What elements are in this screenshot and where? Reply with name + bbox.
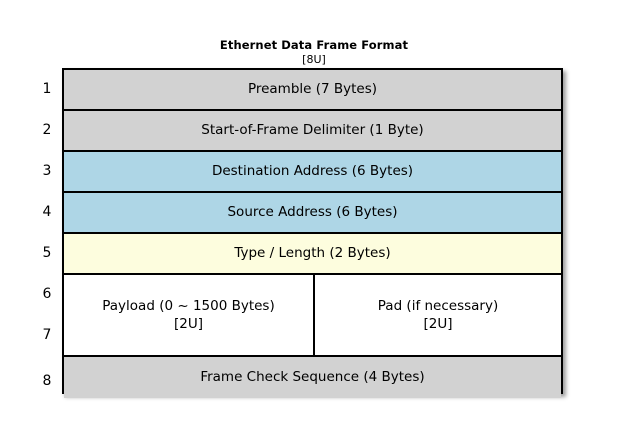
page-title: Ethernet Data Frame Format xyxy=(219,38,409,52)
frame-field-label: Start-of-Frame Delimiter (1 Byte) xyxy=(201,122,424,138)
frame-field-label: Frame Check Sequence (4 Bytes) xyxy=(200,369,425,385)
row-number-5: 5 xyxy=(42,245,52,261)
row-number-8: 8 xyxy=(42,373,52,389)
ethernet-frame-table: Preamble (7 Bytes) Start-of-Frame Delimi… xyxy=(62,68,563,398)
frame-field-label: Type / Length (2 Bytes) xyxy=(234,245,391,261)
row-number-7: 7 xyxy=(42,327,52,343)
page-subtitle: [8U] xyxy=(302,53,326,66)
frame-field-preamble: Preamble (7 Bytes) xyxy=(64,70,561,111)
diagram-title-block: Ethernet Data Frame Format [8U] xyxy=(0,38,628,67)
row-number-gutter: 1 2 3 4 5 6 7 8 xyxy=(36,68,58,394)
row-number-3: 3 xyxy=(42,163,52,179)
frame-field-note: [2U] xyxy=(423,316,453,332)
row-number-6: 6 xyxy=(42,286,52,302)
frame-field-label: Destination Address (6 Bytes) xyxy=(211,163,414,179)
frame-field-start-of-frame-delimiter: Start-of-Frame Delimiter (1 Byte) xyxy=(64,111,561,152)
frame-field-frame-check-sequence: Frame Check Sequence (4 Bytes) xyxy=(64,357,561,398)
frame-field-label: Preamble (7 Bytes) xyxy=(247,81,378,97)
row-number-1: 1 xyxy=(42,81,52,97)
frame-field-label: Source Address (6 Bytes) xyxy=(227,204,398,220)
frame-field-pad: Pad (if necessary) [2U] xyxy=(315,275,561,355)
frame-field-destination-address: Destination Address (6 Bytes) xyxy=(64,152,561,193)
frame-field-payload-pad-row: Payload (0 ~ 1500 Bytes) [2U] Pad (if ne… xyxy=(64,275,561,357)
row-number-4: 4 xyxy=(42,204,52,220)
frame-field-type-length: Type / Length (2 Bytes) xyxy=(64,234,561,275)
row-number-2: 2 xyxy=(42,122,52,138)
frame-field-label: Pad (if necessary) xyxy=(377,298,499,314)
frame-field-note: [2U] xyxy=(173,316,203,332)
frame-field-source-address: Source Address (6 Bytes) xyxy=(64,193,561,234)
frame-field-label: Payload (0 ~ 1500 Bytes) xyxy=(102,298,275,314)
frame-field-payload: Payload (0 ~ 1500 Bytes) [2U] xyxy=(64,275,315,355)
